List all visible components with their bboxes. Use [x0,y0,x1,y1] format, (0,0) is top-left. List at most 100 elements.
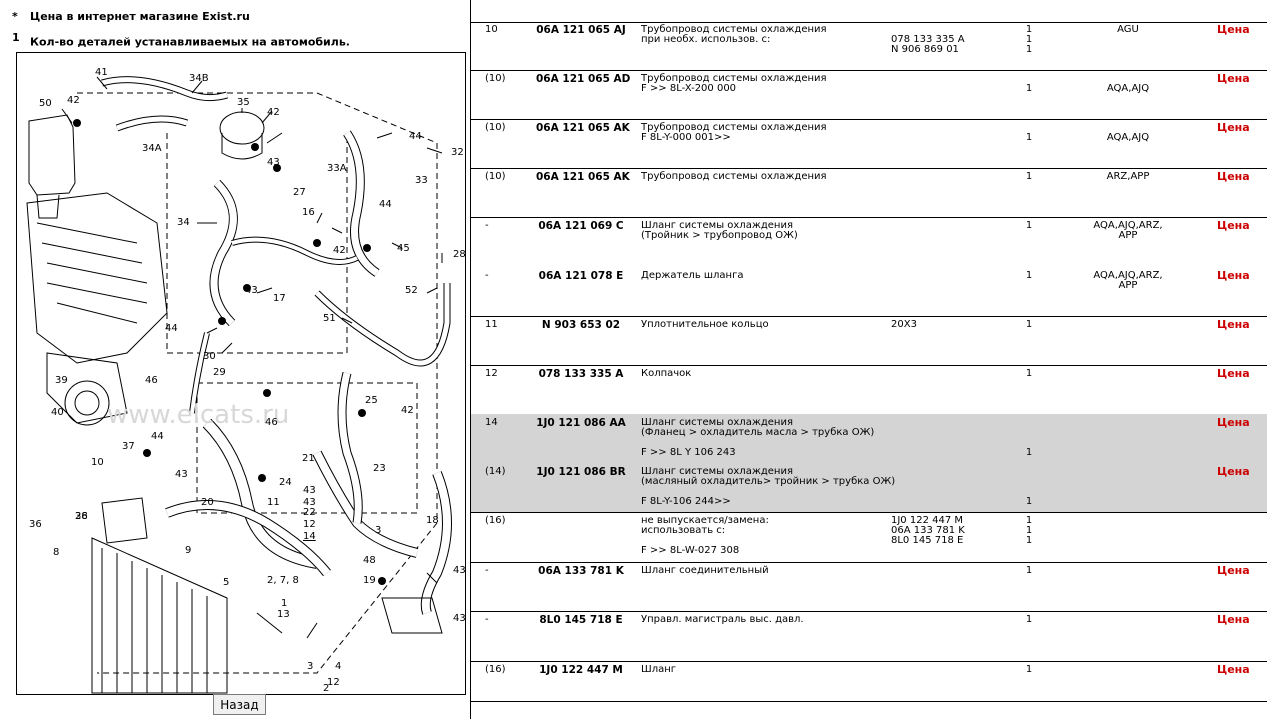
price-link[interactable]: Цена [1217,269,1250,282]
position-cell: - [485,614,489,625]
diagram-callout: 20 [201,497,214,508]
diagram-callout: 44 [409,131,422,142]
diagram-callout: 19 [363,575,376,586]
diagram-callout: 11 [267,497,280,508]
part-number-cell: 1J0 122 447 M [539,664,623,676]
price-link[interactable]: Цена [1217,219,1250,232]
diagram-callout: 22 [303,507,316,518]
diagram-callout: 16 [302,207,315,218]
diagram-callout: 24 [279,477,292,488]
description-cell: Трубопровод системы охлаждения при необх… [641,24,827,45]
price-link[interactable]: Цена [1217,367,1250,380]
diagram-callout: 45 [397,243,410,254]
note-cell: 20X3 [891,319,917,330]
price-link[interactable]: Цена [1217,23,1250,36]
diagram-callout: 44 [151,431,164,442]
part-number-cell: 078 133 335 A [538,368,624,380]
diagram-callout: 27 [293,187,306,198]
description-cell: Трубопровод системы охлаждения F 8L-Y-00… [641,122,827,143]
diagram-callout: 30 [203,351,216,362]
diagram-callout: 51 [323,313,336,324]
quantity-cell: 1 1 1 [1025,24,1033,55]
diagram-callout: 5 [223,577,229,588]
diagram-callout: 12 [327,677,340,688]
price-link[interactable]: Цена [1217,564,1250,577]
quantity-cell: 1 [1025,220,1033,231]
engine-code-cell: ARZ,APP [1106,171,1150,182]
diagram-callout: 32 [451,147,464,158]
position-cell: (10) [485,73,506,84]
diagram-callout: 46 [265,417,278,428]
quantity-cell: 1 [1025,270,1033,281]
diagram-callout: 42 [67,95,80,106]
price-link[interactable]: Цена [1217,170,1250,183]
diagram-callout: 33 [415,175,428,186]
quantity-cell: 1 [1025,614,1033,625]
price-link[interactable]: Цена [1217,663,1250,676]
diagram-callout: 1 [281,598,287,609]
diagram-callout: 48 [363,555,376,566]
description-cell: Трубопровод системы охлаждения [641,171,827,182]
diagram-callout: 46 [145,375,158,386]
description-cell: Шланг системы охлаждения (масляный охлад… [641,466,896,507]
price-link[interactable]: Цена [1217,465,1250,478]
diagram-callout: 43 [267,157,280,168]
engine-code-cell: AQA,AJQ,ARZ, APP [1093,220,1163,241]
position-cell: 12 [485,368,498,379]
diagram-callout: 39 [55,375,68,386]
description-cell: не выпускается/замена: использовать с: F… [641,515,769,556]
diagram-callout: 18 [426,515,439,526]
position-cell: (14) [485,466,506,477]
description-cell: Управл. магистраль выс. давл. [641,614,804,625]
description-cell: Держатель шланга [641,270,744,281]
diagram-callout: 2, 7, 8 [267,575,299,586]
diagram-watermark: www.elcats.ru [107,400,289,430]
diagram-callout: 10 [91,457,104,468]
diagram-callout: 36 [29,519,42,530]
description-cell: Трубопровод системы охлаждения F >> 8L-X… [641,73,827,94]
position-cell: - [485,270,489,281]
price-link[interactable]: Цена [1217,72,1250,85]
part-number-cell: 06A 133 781 K [538,565,624,577]
description-cell: Шланг [641,664,677,675]
back-button[interactable]: Назад [213,694,266,715]
diagram-callout: 43 [175,469,188,480]
engine-code-cell: AQA,AJQ [1106,83,1150,94]
diagram-callout: 34A [142,143,162,154]
quantity-cell: 1 [1025,132,1033,143]
note-cell: 1J0 122 447 M 06A 133 781 K 8L0 145 718 … [891,515,965,546]
position-cell: 14 [485,417,498,428]
price-link[interactable]: Цена [1217,318,1250,331]
diagram-callout: 43 [453,613,465,624]
quantity-cell: 1 [1025,565,1033,576]
position-cell: 11 [485,319,498,330]
position-cell: (10) [485,122,506,133]
diagram-callout: 34B [189,73,209,84]
diagram-callout[interactable]: 14 [303,531,316,542]
position-cell: (16) [485,515,506,526]
diagram-callout: 4 [335,661,341,672]
diagram-callout: 50 [39,98,52,109]
quantity-cell: 1 [1025,368,1033,379]
diagram-callout: 2 [323,683,329,694]
quantity-cell: 1 [1025,447,1033,458]
diagram-callout: 26 [75,511,88,522]
description-cell: Шланг соединительный [641,565,769,576]
price-link[interactable]: Цена [1217,613,1250,626]
diagram-callout: 44 [165,323,178,334]
description-cell: Уплотнительное кольцо [641,319,769,330]
price-link[interactable]: Цена [1217,416,1250,429]
diagram-callout: 42 [267,107,280,118]
diagram-callout: 43 [303,497,316,508]
diagram-callout: 40 [51,407,64,418]
description-cell: Шланг системы охлаждения (Тройник > труб… [641,220,798,241]
price-link[interactable]: Цена [1217,121,1250,134]
